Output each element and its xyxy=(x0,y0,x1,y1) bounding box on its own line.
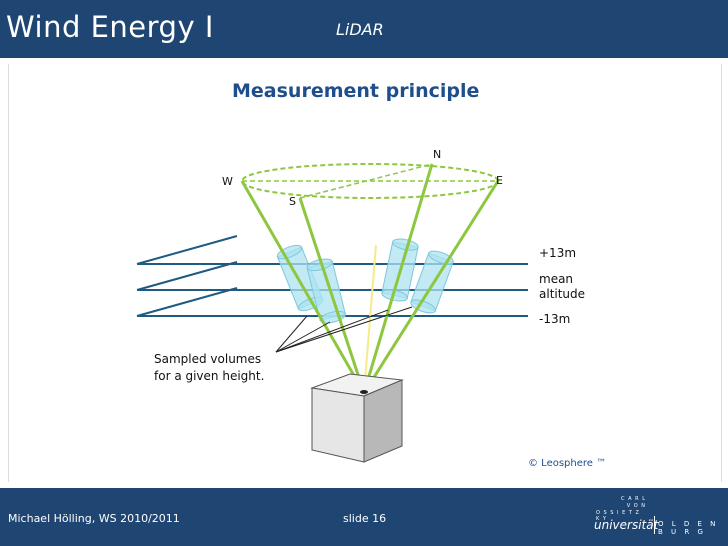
sampled-volumes xyxy=(276,238,454,324)
logo-line2: V O N xyxy=(626,503,646,509)
label-mean-line2: altitude xyxy=(539,287,585,301)
upper-level-slant xyxy=(136,235,238,265)
vertical-beam xyxy=(363,244,377,394)
logo-university: universität xyxy=(594,518,659,532)
course-title: Wind Energy I xyxy=(6,10,214,44)
footer-slide-number: slide 16 xyxy=(343,512,387,525)
beam-east xyxy=(362,180,500,394)
slide-heading: Measurement principle xyxy=(232,80,480,102)
annotation-line2: for a given height. xyxy=(154,369,264,383)
lidar-device xyxy=(310,373,404,463)
header-bar xyxy=(0,0,728,58)
logo-line1: C A R L xyxy=(621,496,646,502)
compass-east: E xyxy=(496,174,503,187)
beam-west xyxy=(240,180,366,394)
annotation-line1: Sampled volumes xyxy=(154,352,261,366)
label-upper-level: +13m xyxy=(539,246,576,260)
compass-north: N xyxy=(433,148,441,161)
compass-west: W xyxy=(222,175,233,188)
label-mean-line1: mean xyxy=(539,272,573,286)
laser-beams xyxy=(240,163,500,394)
label-lower-level: -13m xyxy=(539,312,570,326)
lower-level-slant xyxy=(136,287,238,317)
compass-south: S xyxy=(289,195,296,208)
copyright-leosphere: © Leosphere ™ xyxy=(528,458,606,469)
footer-bar xyxy=(0,488,728,546)
beam-north xyxy=(362,163,434,394)
logo-line3: O S S I E T Z K Y xyxy=(596,510,640,522)
beam-south xyxy=(298,197,366,394)
mean-level-slant xyxy=(136,261,238,291)
logo-separator xyxy=(654,516,655,534)
ellipse-diameter-sn xyxy=(299,163,433,199)
footer-author: Michael Hölling, WS 2010/2011 xyxy=(8,512,180,525)
topic-title: LiDAR xyxy=(336,20,384,39)
annotation-arrows xyxy=(275,306,413,353)
university-logo: C A R L V O N O S S I E T Z K Y universi… xyxy=(594,494,726,540)
logo-city: O L D E N B U R G xyxy=(658,520,719,536)
